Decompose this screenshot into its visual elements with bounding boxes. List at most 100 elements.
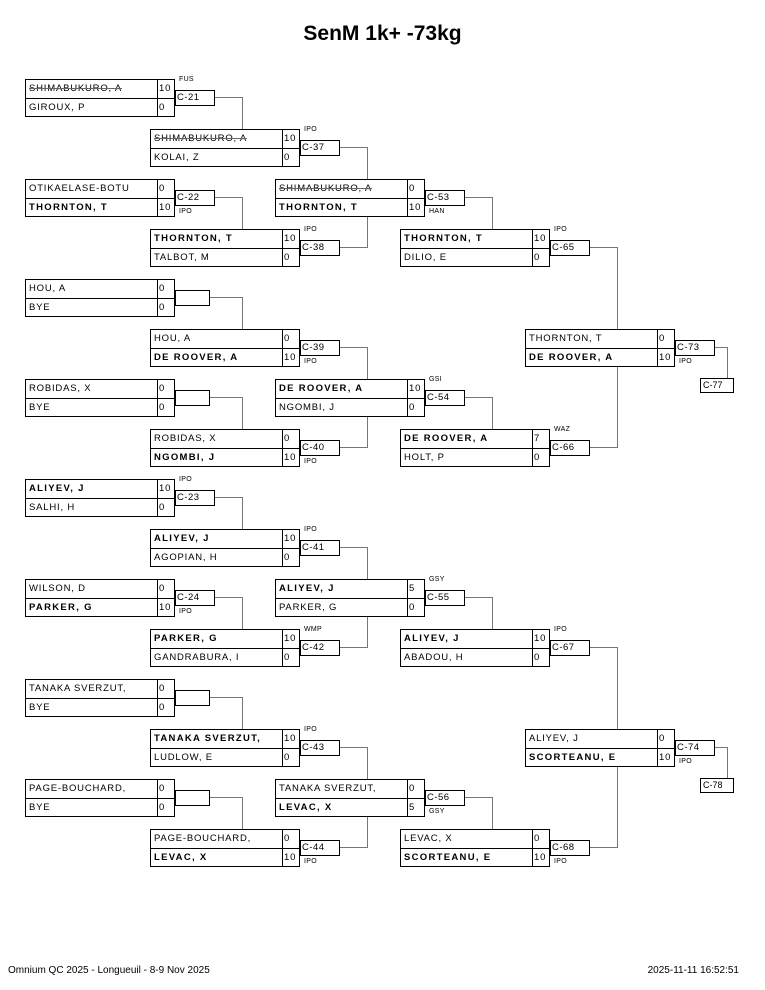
match-number[interactable] xyxy=(175,290,210,306)
competitor-score: 0 xyxy=(407,180,424,198)
competitor-name: TANAKA SVERZUT, xyxy=(29,683,127,694)
match-number[interactable]: C-21 xyxy=(175,90,215,106)
match-number[interactable]: C-68 xyxy=(550,840,590,856)
competitor-row[interactable]: PAGE-BOUCHARD,0 xyxy=(151,830,299,849)
match-number[interactable] xyxy=(175,790,210,806)
win-method: IPO xyxy=(304,858,317,865)
match-number[interactable]: C-22 xyxy=(175,190,215,206)
competitor-score: 0 xyxy=(282,649,299,667)
competitor-row[interactable]: TANAKA SVERZUT,0 xyxy=(26,680,174,699)
competitor-row[interactable]: TANAKA SVERZUT,10 xyxy=(151,730,299,749)
match-number[interactable]: C-24 xyxy=(175,590,215,606)
next-match-ref[interactable]: C-77 xyxy=(700,378,734,393)
match-number[interactable]: C-37 xyxy=(300,140,340,156)
competitor-row[interactable]: SHIMABUKURO, A 0 xyxy=(276,180,424,199)
connector-line xyxy=(590,647,617,648)
next-match-ref[interactable]: C-78 xyxy=(700,778,734,793)
competitor-name: ALIYEV, J xyxy=(529,733,579,744)
match-number[interactable]: C-39 xyxy=(300,340,340,356)
match-number[interactable]: C-55 xyxy=(425,590,465,606)
competitor-name: LUDLOW, E xyxy=(154,752,213,763)
match-number[interactable]: C-23 xyxy=(175,490,215,506)
competitor-name: SHIMABUKURO, A xyxy=(279,183,373,194)
connector-line xyxy=(465,397,492,398)
match-number[interactable]: C-43 xyxy=(300,740,340,756)
match-number[interactable]: C-56 xyxy=(425,790,465,806)
match-number[interactable]: C-74 xyxy=(675,740,715,756)
competitor-name: ALIYEV, J xyxy=(279,583,335,594)
match-number[interactable]: C-44 xyxy=(300,840,340,856)
competitor-name: SHIMABUKURO, A xyxy=(154,133,248,144)
connector-line xyxy=(590,247,617,248)
match-number[interactable] xyxy=(175,690,210,706)
competitor-row[interactable]: PAGE-BOUCHARD,0 xyxy=(26,780,174,799)
competitor-score: 0 xyxy=(282,830,299,848)
match-number[interactable]: C-73 xyxy=(675,340,715,356)
match-number[interactable]: C-67 xyxy=(550,640,590,656)
match-number[interactable] xyxy=(175,390,210,406)
connector-line xyxy=(367,217,368,248)
match-number[interactable]: C-41 xyxy=(300,540,340,556)
match-number[interactable]: C-65 xyxy=(550,240,590,256)
match-number[interactable]: C-42 xyxy=(300,640,340,656)
competitor-row[interactable]: TANAKA SVERZUT,0 xyxy=(276,780,424,799)
match-number[interactable]: C-53 xyxy=(425,190,465,206)
match-number[interactable]: C-40 xyxy=(300,440,340,456)
match-number[interactable]: C-38 xyxy=(300,240,340,256)
competitor-name: PARKER, G xyxy=(154,633,218,644)
match-number[interactable]: C-66 xyxy=(550,440,590,456)
match-number[interactable]: C-54 xyxy=(425,390,465,406)
competitor-name: HOLT, P xyxy=(404,452,445,463)
